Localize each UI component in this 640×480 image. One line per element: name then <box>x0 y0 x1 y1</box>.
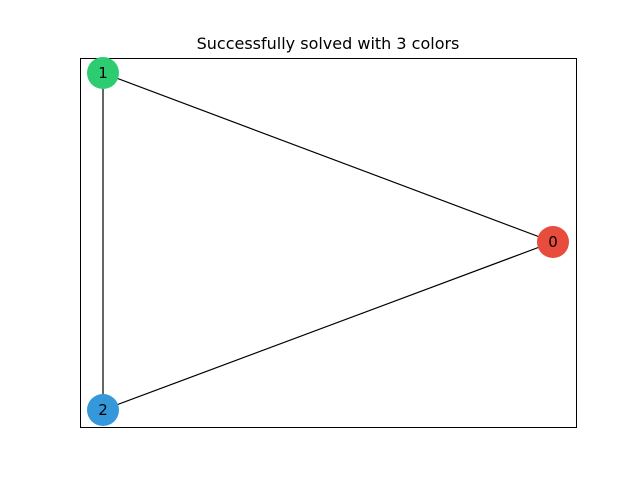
node-circle-2 <box>87 394 119 426</box>
node-1: 1 <box>87 57 119 89</box>
edges-layer <box>102 72 554 411</box>
edge-1-0 <box>102 72 554 243</box>
node-circle-1 <box>87 57 119 89</box>
node-label-2: 2 <box>98 401 108 419</box>
plot-title: Successfully solved with 3 colors <box>197 34 460 53</box>
node-0: 0 <box>537 226 569 258</box>
axes-frame <box>80 58 577 428</box>
node-circle-0 <box>537 226 569 258</box>
node-label-0: 0 <box>548 233 558 251</box>
node-2: 2 <box>87 394 119 426</box>
edge-2-0 <box>102 241 554 411</box>
nodes-layer: 0 1 2 <box>87 57 569 426</box>
node-label-1: 1 <box>98 64 108 82</box>
